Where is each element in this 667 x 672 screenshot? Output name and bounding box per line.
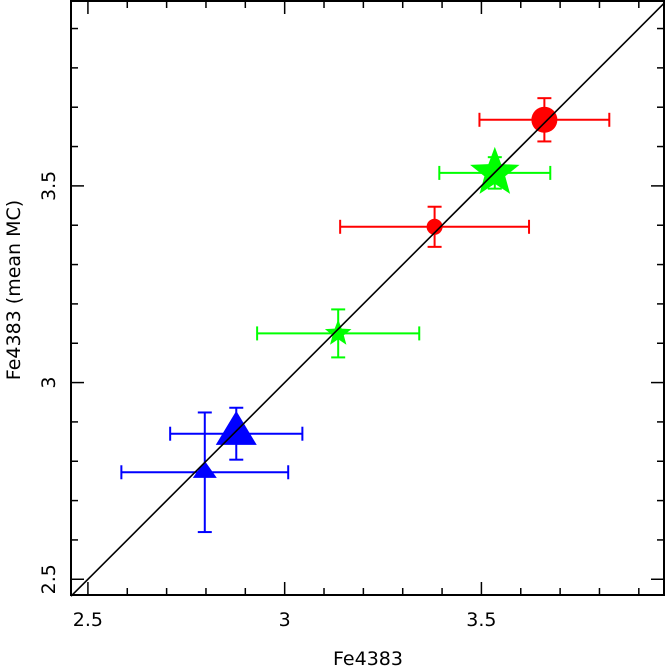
y-tick-label: 3 — [38, 377, 60, 389]
star-marker — [324, 319, 352, 345]
reference-line-y-equals-x — [70, 2, 665, 597]
triangle-marker — [215, 410, 257, 445]
plot-frame — [70, 0, 665, 596]
y-axis-label: Fe4383 (mean MC) — [3, 200, 25, 380]
y-tick-labels: 2.5 3 3.5 — [38, 171, 60, 595]
x-tick-label: 2.5 — [73, 609, 103, 631]
star-marker — [470, 146, 520, 194]
x-tick-labels: 2.5 3 3.5 — [73, 609, 497, 631]
circle-marker — [531, 106, 558, 133]
axis-ticks — [71, 1, 664, 595]
x-tick-label: 3.5 — [466, 609, 496, 631]
triangle-marker — [192, 460, 217, 478]
x-axis-label: Fe4383 — [333, 648, 403, 670]
circle-marker — [426, 218, 443, 235]
data-points — [120, 97, 611, 534]
y-tick-label: 3.5 — [38, 171, 60, 201]
y-tick-label: 2.5 — [38, 564, 60, 594]
x-tick-label: 3 — [279, 609, 291, 631]
